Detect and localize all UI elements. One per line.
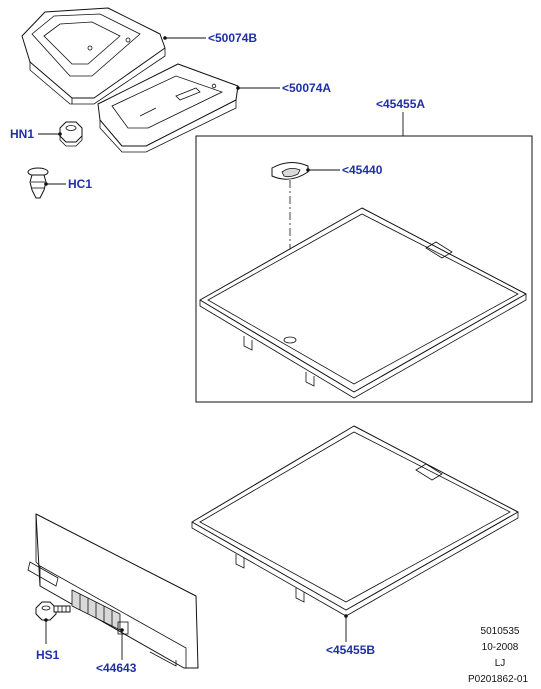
label-50074a: <50074A [282,81,331,95]
floor-panel-a [199,207,527,399]
leader-45455b [344,614,348,642]
screw-hs1 [35,601,71,621]
leader-45440 [306,168,340,172]
part-50074a [97,63,239,153]
label-hs1: HS1 [36,648,60,662]
assembly-box-45455a [195,135,533,403]
label-45455b: <45455B [326,643,375,657]
footer-ref: P0201862-01 [468,674,528,685]
label-50074b: <50074B [208,31,257,45]
part-50074b [21,7,166,105]
leader-50074b [163,36,206,40]
trim-panel-44643 [27,513,199,669]
label-45440: <45440 [342,163,383,177]
footer-date: 10-2008 [482,642,519,653]
leader-50074a [236,86,280,90]
label-44643: <44643 [96,661,137,675]
floor-panel-b [191,425,519,617]
label-hn1: HN1 [10,127,34,141]
label-hc1: HC1 [68,177,92,191]
leader-44643 [120,628,124,660]
leader-hs1 [44,618,48,644]
footer-initials: LJ [495,658,506,669]
leader-hn1 [38,132,62,136]
clip-hc1 [27,167,49,199]
cap-45440 [271,162,309,180]
nut-hn1 [59,121,83,147]
label-45455a: <45455A [376,97,425,111]
footer-code: 5010535 [481,626,520,637]
leader-hc1 [44,182,66,186]
